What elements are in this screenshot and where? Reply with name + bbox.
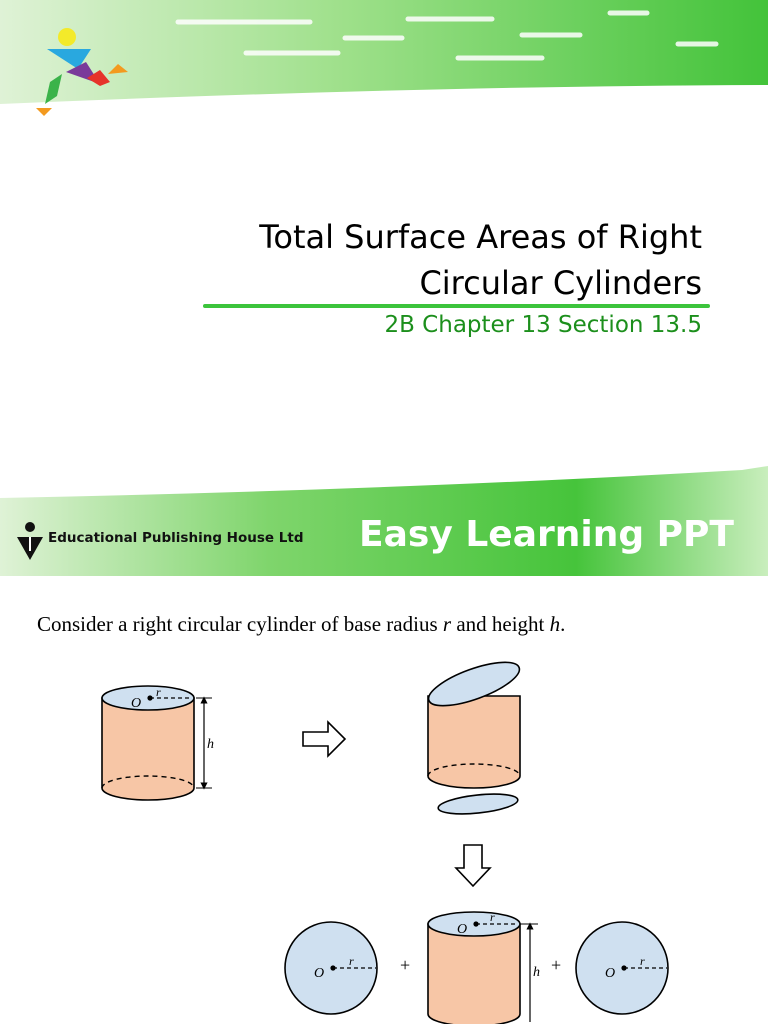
label-radius-left: r: [349, 954, 354, 968]
label-center-right: O: [605, 966, 615, 981]
arrow-right-icon: [302, 720, 347, 758]
intro-sentence: Consider a right circular cylinder of ba…: [37, 612, 565, 637]
publisher-logo-icon: [17, 522, 43, 560]
arrow-down-icon: [454, 844, 492, 888]
base-circle-left: O r: [284, 921, 378, 1015]
label-radius-mid: r: [490, 910, 495, 924]
cylinder-opening: [427, 661, 521, 815]
content-slide: Consider a right circular cylinder of ba…: [0, 576, 768, 1024]
bottom-banner: [0, 466, 768, 576]
slide-subtitle: 2B Chapter 13 Section 13.5: [384, 312, 702, 338]
title-slide: Total Surface Areas of Right Circular Cy…: [0, 0, 768, 576]
plus-sign-2: +: [551, 955, 561, 975]
label-radius-right: r: [640, 954, 645, 968]
cylinder-middle: O r h: [427, 910, 540, 1024]
label-radius-1: r: [156, 685, 161, 699]
intro-text-3: .: [560, 612, 566, 636]
intro-text-1: Consider a right circular cylinder of ba…: [37, 612, 443, 636]
tangram-runner-logo: [36, 28, 128, 116]
title-line-2: Circular Cylinders: [419, 264, 702, 302]
intro-var-h: h: [549, 612, 561, 636]
top-banner: [0, 0, 768, 104]
cylinder-original: O r h: [101, 685, 214, 801]
base-circle-right: O r: [575, 921, 669, 1015]
label-center-mid: O: [457, 922, 467, 937]
slide-title: Total Surface Areas of Right Circular Cy…: [182, 214, 702, 306]
label-height-1: h: [207, 737, 214, 752]
intro-var-r: r: [442, 612, 452, 636]
label-center-1: O: [131, 696, 141, 711]
title-underline: [203, 304, 710, 308]
label-height-mid: h: [533, 965, 540, 980]
plus-sign-1: +: [400, 955, 410, 975]
cylinder-diagram: O r h O r +: [101, 661, 669, 1024]
label-center-left: O: [314, 966, 324, 981]
intro-text-2: and height: [451, 612, 550, 636]
title-line-1: Total Surface Areas of Right: [259, 218, 702, 256]
publisher-name: Educational Publishing House Ltd: [48, 530, 304, 546]
brand-title: Easy Learning PPT: [359, 514, 734, 555]
